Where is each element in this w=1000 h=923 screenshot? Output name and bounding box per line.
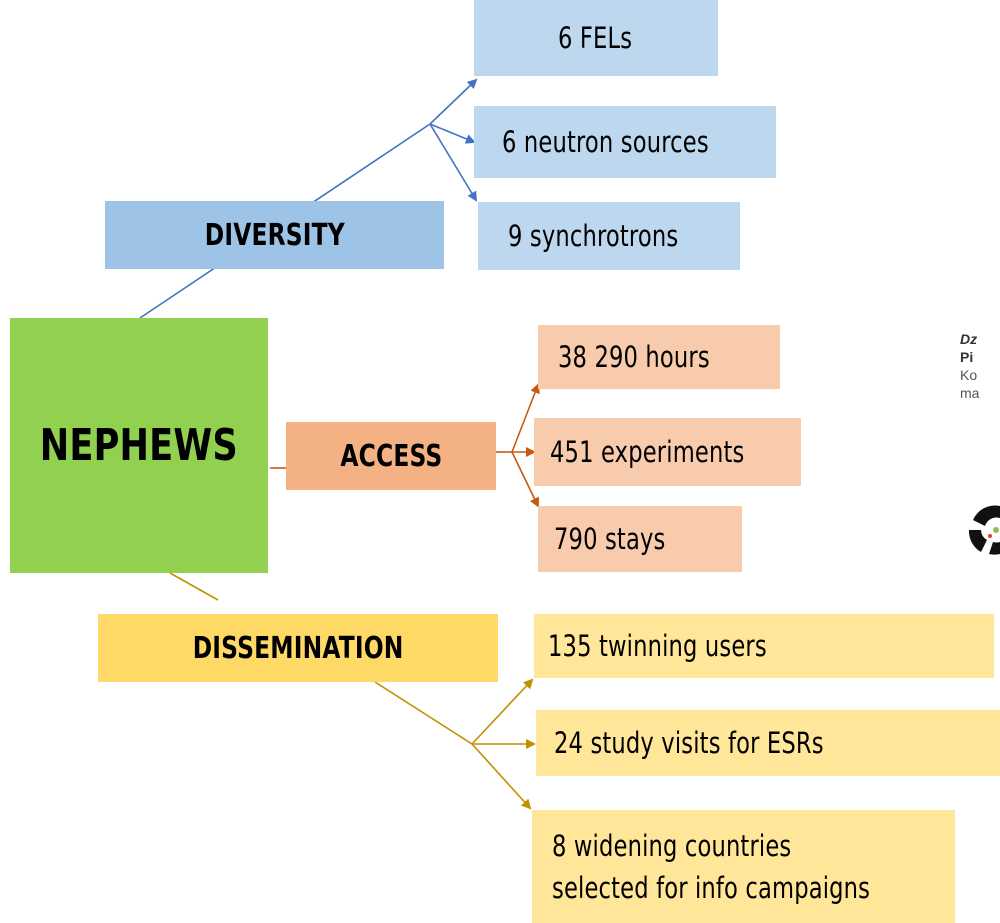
dissemination-item-twinning: 135 twinning users: [534, 614, 994, 678]
access-item-hours: 38 290 hours: [538, 325, 780, 389]
dissemination-item-study-visits: 24 study visits for ESRs: [536, 710, 1000, 776]
dissemination-item-widening: 8 widening countries selected for info c…: [532, 810, 955, 923]
dissemination-label: DISSEMINATION: [192, 630, 404, 666]
diversity-arrow-fels: [429, 78, 478, 125]
item-label: 451 experiments: [550, 435, 745, 469]
item-label: 24 study visits for ESRs: [554, 726, 824, 760]
item-label: 38 290 hours: [558, 340, 710, 374]
item-label: 6 FELs: [558, 21, 633, 55]
diversity-item-neutron: 6 neutron sources: [474, 106, 776, 178]
side-text-fragment: Pi: [960, 349, 974, 365]
dissemination-category-box: DISSEMINATION: [98, 614, 498, 682]
diversity-item-synchrotrons: 9 synchrotrons: [478, 202, 740, 270]
access-label: ACCESS: [339, 438, 443, 474]
item-label: 135 twinning users: [548, 629, 767, 663]
side-text-fragment: Ko: [960, 367, 978, 383]
item-label-line-2: selected for info campaigns: [552, 870, 871, 905]
nephews-hub-box: NEPHEWS: [10, 318, 268, 573]
item-label-line-1: 8 widening countries: [552, 828, 792, 863]
side-text-fragment: Dz: [960, 331, 978, 347]
dissemination-arrow-twinning: [471, 678, 534, 745]
access-arrow-stays: [511, 451, 540, 508]
side-text-fragment: ma: [960, 385, 980, 401]
hub-label: NEPHEWS: [39, 420, 239, 471]
item-label: 790 stays: [554, 522, 666, 556]
item-label: 9 synchrotrons: [508, 219, 679, 253]
diversity-item-fels: 6 FELs: [474, 0, 718, 76]
access-arrow-hours: [511, 383, 540, 453]
diversity-label: DIVERSITY: [204, 217, 345, 253]
diversity-category-box: DIVERSITY: [105, 201, 444, 269]
diversity-arrow-neutron: [429, 123, 476, 144]
access-item-stays: 790 stays: [538, 506, 742, 572]
item-label: 6 neutron sources: [502, 125, 709, 159]
hub-to-dissemination-line: [169, 572, 219, 601]
dissemination-arrow-widening: [471, 743, 532, 810]
diversity-arrow-synchrotrons: [429, 123, 478, 202]
cropped-logo-icon: [968, 505, 1000, 555]
access-category-box: ACCESS: [286, 422, 496, 490]
access-item-experiments: 451 experiments: [534, 418, 801, 486]
dissemination-trunk-line: [374, 681, 473, 745]
